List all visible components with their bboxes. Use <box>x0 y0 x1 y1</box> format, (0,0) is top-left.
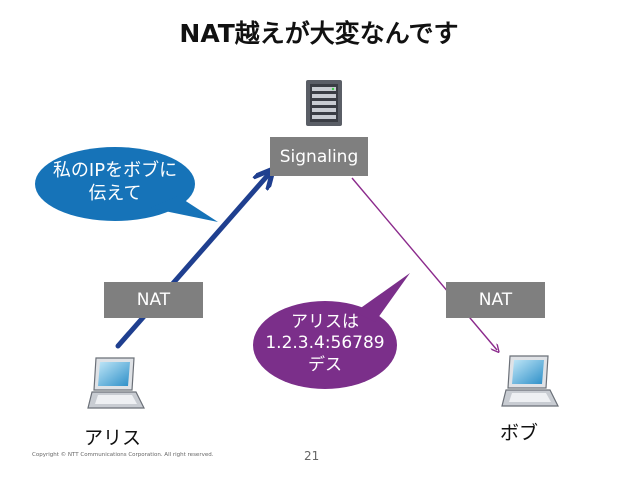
bob-label: ボブ <box>500 422 539 444</box>
arrow-signaling-to-bob <box>351 177 497 350</box>
bubble-blue-line2: 伝えて <box>88 182 142 204</box>
nat-box-right: NAT <box>446 282 545 318</box>
bubble-blue-line1: 私のIPをボブに <box>52 160 178 181</box>
signaling-box: Signaling <box>270 137 368 176</box>
nat-left-label: NAT <box>136 290 171 310</box>
server-icon <box>306 80 342 126</box>
speech-bubble-purple <box>253 273 410 389</box>
bubble-purple-line3: デス <box>308 354 342 375</box>
bubble-blue-text: 私のIPをボブに 伝えて <box>35 160 195 205</box>
page-number: 21 <box>304 449 320 463</box>
nat-right-label: NAT <box>478 290 513 310</box>
alice-label: アリス <box>84 427 142 449</box>
signaling-label: Signaling <box>279 146 359 167</box>
nat-box-left: NAT <box>104 282 203 318</box>
bubble-purple-line1: アリスは <box>291 312 359 332</box>
bubble-purple-text: アリスは 1.2.3.4:56789 デス <box>253 312 397 376</box>
laptop-icon-alice <box>87 357 145 409</box>
speech-bubble-blue <box>35 147 218 222</box>
footer-copyright: Copyright © NTT Communications Corporati… <box>32 452 214 458</box>
bubble-purple-line2: 1.2.3.4:56789 <box>265 333 385 354</box>
laptop-icon-bob <box>501 355 559 407</box>
slide-title: NAT越えが大変なんです <box>179 19 459 48</box>
